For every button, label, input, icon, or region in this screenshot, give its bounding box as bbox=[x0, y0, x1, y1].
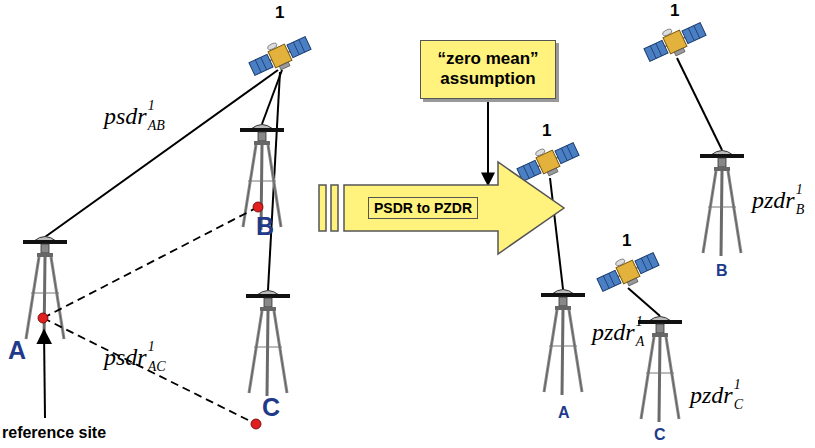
station-letter: A bbox=[558, 405, 570, 421]
satellite-superscript: 1 bbox=[636, 315, 643, 329]
satellite-number: 1 bbox=[542, 122, 551, 139]
difference-symbol: pzdr bbox=[690, 383, 733, 407]
arrow-text: PSDR to PZDR bbox=[368, 197, 478, 219]
gnss-receiver bbox=[638, 317, 682, 423]
gnss-receiver bbox=[700, 151, 744, 257]
reference-note: reference site bbox=[2, 425, 106, 441]
satellite-icon bbox=[641, 16, 709, 67]
baseline-lines bbox=[43, 207, 258, 424]
station-letter: B bbox=[256, 214, 274, 239]
process-arrow: PSDR to PZDR bbox=[318, 158, 566, 258]
difference-symbol: psdr bbox=[104, 345, 147, 369]
signal-lines bbox=[550, 58, 722, 316]
difference-symbol: psdr bbox=[104, 104, 147, 128]
marker-dot bbox=[38, 313, 48, 323]
station-letter: A bbox=[8, 338, 26, 363]
station-subscript: AC bbox=[148, 360, 166, 374]
gnss-receiver bbox=[541, 290, 585, 396]
station-letter: C bbox=[262, 395, 280, 420]
satellite-superscript: 1 bbox=[148, 340, 155, 354]
gnss-receiver bbox=[246, 291, 290, 397]
marker-dot bbox=[253, 202, 263, 212]
signal-lines bbox=[45, 70, 282, 290]
satellite-superscript: 1 bbox=[796, 183, 803, 197]
station-subscript: B bbox=[796, 203, 805, 217]
satellite-superscript: 1 bbox=[734, 378, 741, 392]
station-subscript: A bbox=[636, 335, 645, 349]
difference-symbol: pzdr bbox=[592, 320, 635, 344]
satellite-icon bbox=[246, 30, 314, 81]
marker-dot bbox=[251, 419, 261, 429]
difference-symbol: pzdr bbox=[752, 188, 795, 212]
satellite-superscript: 1 bbox=[148, 99, 155, 113]
box-text: “zero mean” assumption bbox=[427, 49, 549, 90]
station-subscript: C bbox=[734, 398, 743, 412]
station-letter: C bbox=[654, 427, 666, 443]
satellite-icon bbox=[594, 246, 662, 297]
pointer-arrow bbox=[44, 330, 45, 418]
satellite-number: 1 bbox=[622, 232, 631, 249]
satellite-number: 1 bbox=[275, 4, 284, 21]
station-subscript: AB bbox=[148, 119, 165, 133]
assumption-box: “zero mean” assumption bbox=[420, 40, 556, 99]
satellite-number: 1 bbox=[670, 2, 679, 19]
station-letter: B bbox=[716, 263, 728, 279]
connector-arrow bbox=[487, 99, 489, 185]
